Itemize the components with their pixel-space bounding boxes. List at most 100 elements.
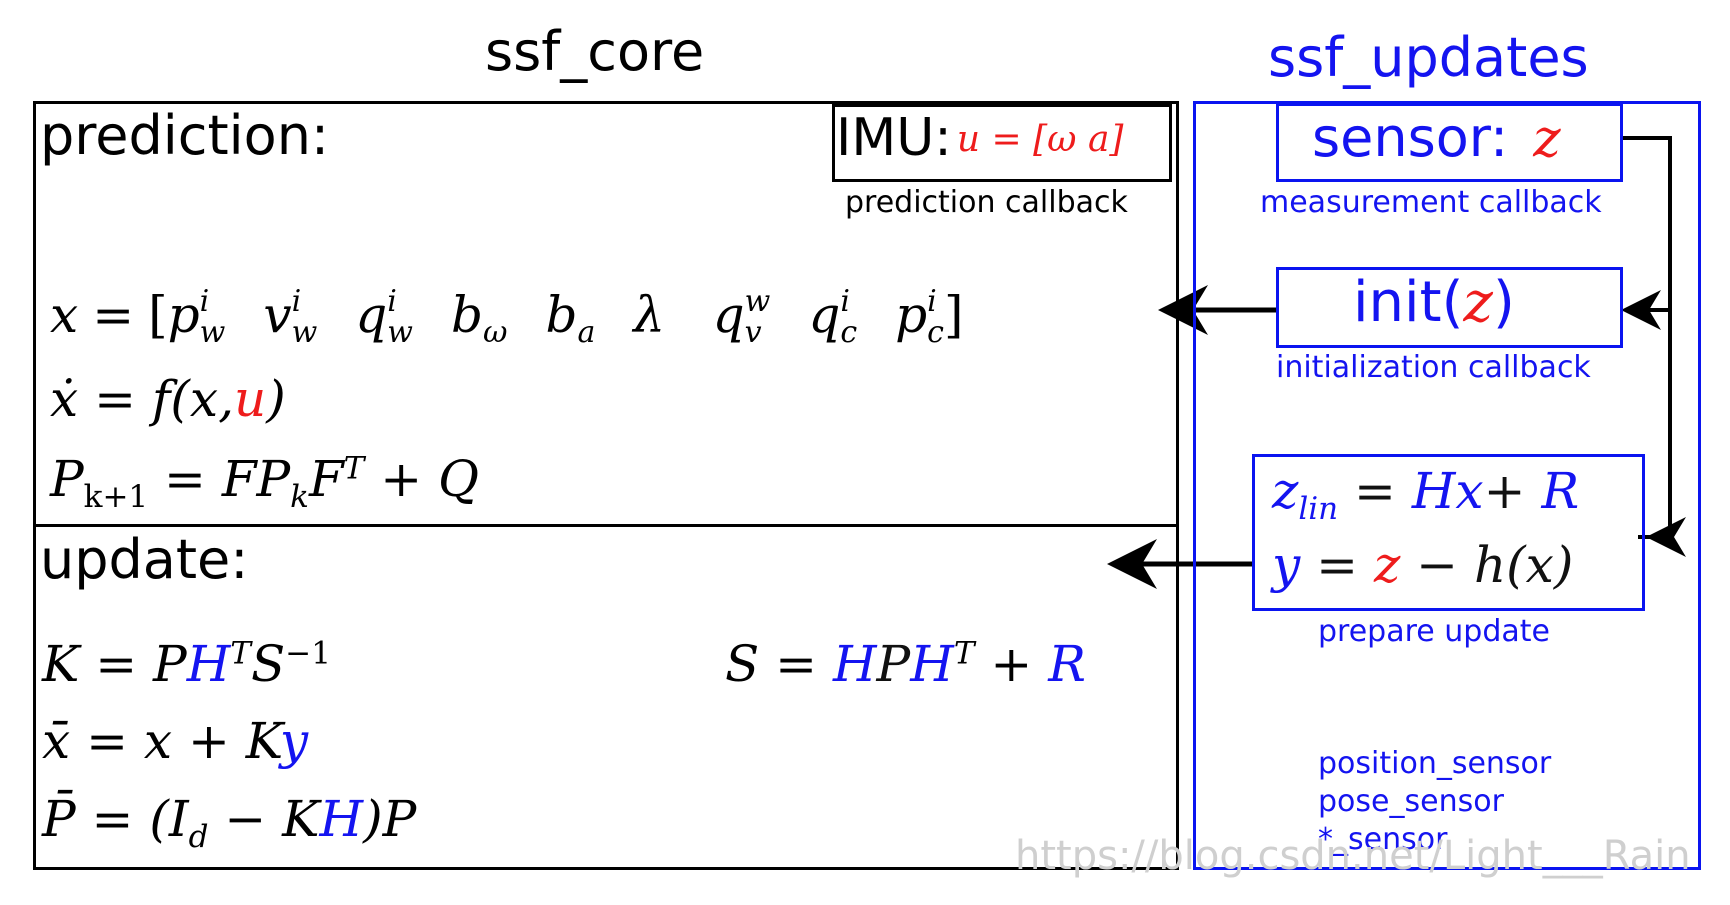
kalman-gain-equation: K = PHTS−1 <box>42 635 331 693</box>
state-var-sup <box>577 286 595 318</box>
covupd-d: d <box>188 819 209 855</box>
dynamics-equation: ẋ = f(x,u) <box>50 370 286 428</box>
zlin-plus: + <box>1483 462 1542 520</box>
cov-k: k <box>290 479 309 515</box>
state-var-base: v <box>263 286 292 344</box>
init-label-open: init( <box>1353 270 1464 335</box>
state-var-base: b <box>450 286 483 344</box>
state-var-scripts: ω <box>483 286 507 349</box>
cov-mid: = FP <box>148 450 291 508</box>
core-title: ssf_core <box>485 20 705 83</box>
sensor-list-item-pose: pose_sensor <box>1318 784 1504 819</box>
imu-content: IMU: u = [ω a] <box>836 108 1123 168</box>
state-var: λ <box>633 286 674 351</box>
state-lhs: x <box>50 286 79 344</box>
gain-h: H <box>186 635 231 693</box>
updates-title: ssf_updates <box>1268 26 1589 89</box>
state-var-sub: w <box>387 315 413 350</box>
init-box <box>1276 267 1623 348</box>
dynamics-rhs: ) <box>266 370 286 428</box>
innovation-equation: y = z − h(x) <box>1272 536 1573 594</box>
zlin-z: z <box>1272 462 1299 520</box>
cov-p: P <box>50 450 84 508</box>
innovcov-h2: H <box>910 635 954 693</box>
covupd-rhs: )P <box>363 790 417 848</box>
covariance-propagation-equation: Pk+1 = FPkFT + Q <box>50 450 480 513</box>
innov-rest: − h(x) <box>1400 536 1574 594</box>
state-var-base: q <box>808 286 841 344</box>
sensor-content: sensor: z <box>1312 106 1561 169</box>
state-var-sub: a <box>577 315 596 350</box>
measurement-callback-caption: measurement callback <box>1260 185 1602 220</box>
state-var: b ω <box>451 286 507 351</box>
state-var-sub <box>665 317 675 349</box>
imu-box <box>832 104 1172 182</box>
sensor-list: position_sensor pose_sensor *_sensor <box>1318 745 1551 859</box>
dynamics-lhs: ẋ = f(x, <box>50 370 234 428</box>
initialization-callback-caption: initialization callback <box>1276 350 1591 385</box>
state-var-base: q <box>712 286 745 344</box>
state-var-base: p <box>167 286 200 344</box>
state-var-base: b <box>545 286 578 344</box>
gain-s: S <box>250 635 286 693</box>
state-var-base: p <box>895 286 928 344</box>
state-var-scripts <box>665 286 675 349</box>
zlin-equation: zlin = Hx+ R <box>1272 462 1580 525</box>
state-var-base: q <box>355 286 388 344</box>
update-panel <box>33 524 1179 870</box>
sensor-box <box>1276 103 1623 182</box>
cov-k1: k+1 <box>83 479 149 515</box>
sensor-label: sensor: <box>1312 106 1509 169</box>
covupd-h: H <box>319 790 364 848</box>
covupd-mid: − K <box>208 790 320 848</box>
state-var-scripts: a <box>577 286 595 349</box>
state-var-base: λ <box>633 286 666 344</box>
prepare-update-box <box>1252 454 1645 611</box>
cov-rest: + Q <box>364 450 480 508</box>
state-var: b a <box>545 286 595 351</box>
state-var-sup <box>483 286 507 318</box>
innovcov-lhs: S = <box>725 635 833 693</box>
state-var-sub: c <box>927 315 944 350</box>
gain-t: T <box>230 635 251 672</box>
updates-panel <box>1193 101 1701 870</box>
sensor-list-item-position: position_sensor <box>1318 746 1552 781</box>
gain-inv: −1 <box>285 635 331 672</box>
innov-y: y <box>1272 536 1301 594</box>
watermark: https://blog.csdn.net/Light___Rain <box>1015 833 1691 879</box>
imu-formula: u = [ω a] <box>956 119 1124 160</box>
innovation-covariance-equation: S = HPHT + R <box>725 635 1086 693</box>
state-var-sup: i <box>291 283 302 319</box>
state-var-sub: ω <box>482 315 508 350</box>
state-var-sup: i <box>927 283 937 319</box>
state-var-sup: w <box>744 283 771 319</box>
zlin-eq: = <box>1338 462 1412 520</box>
cov-f: F <box>308 450 344 508</box>
gain-lhs: K = P <box>42 635 187 693</box>
state-var-sub: v <box>744 315 762 350</box>
init-content: init(z) <box>1353 270 1515 335</box>
state-open-bracket: [ <box>148 286 168 344</box>
cov-t: T <box>343 450 365 487</box>
innovcov-t: T <box>953 635 975 672</box>
init-label-close: ) <box>1492 270 1515 335</box>
zlin-sub: lin <box>1298 491 1339 527</box>
zlin-r: R <box>1541 462 1580 520</box>
state-eq-sign: = <box>92 286 135 344</box>
innov-z: z <box>1373 536 1401 594</box>
covariance-update-equation: P̄ = (Id − KH)P <box>42 790 417 853</box>
init-z: z <box>1463 270 1493 335</box>
innovcov-plus: + <box>974 635 1049 693</box>
